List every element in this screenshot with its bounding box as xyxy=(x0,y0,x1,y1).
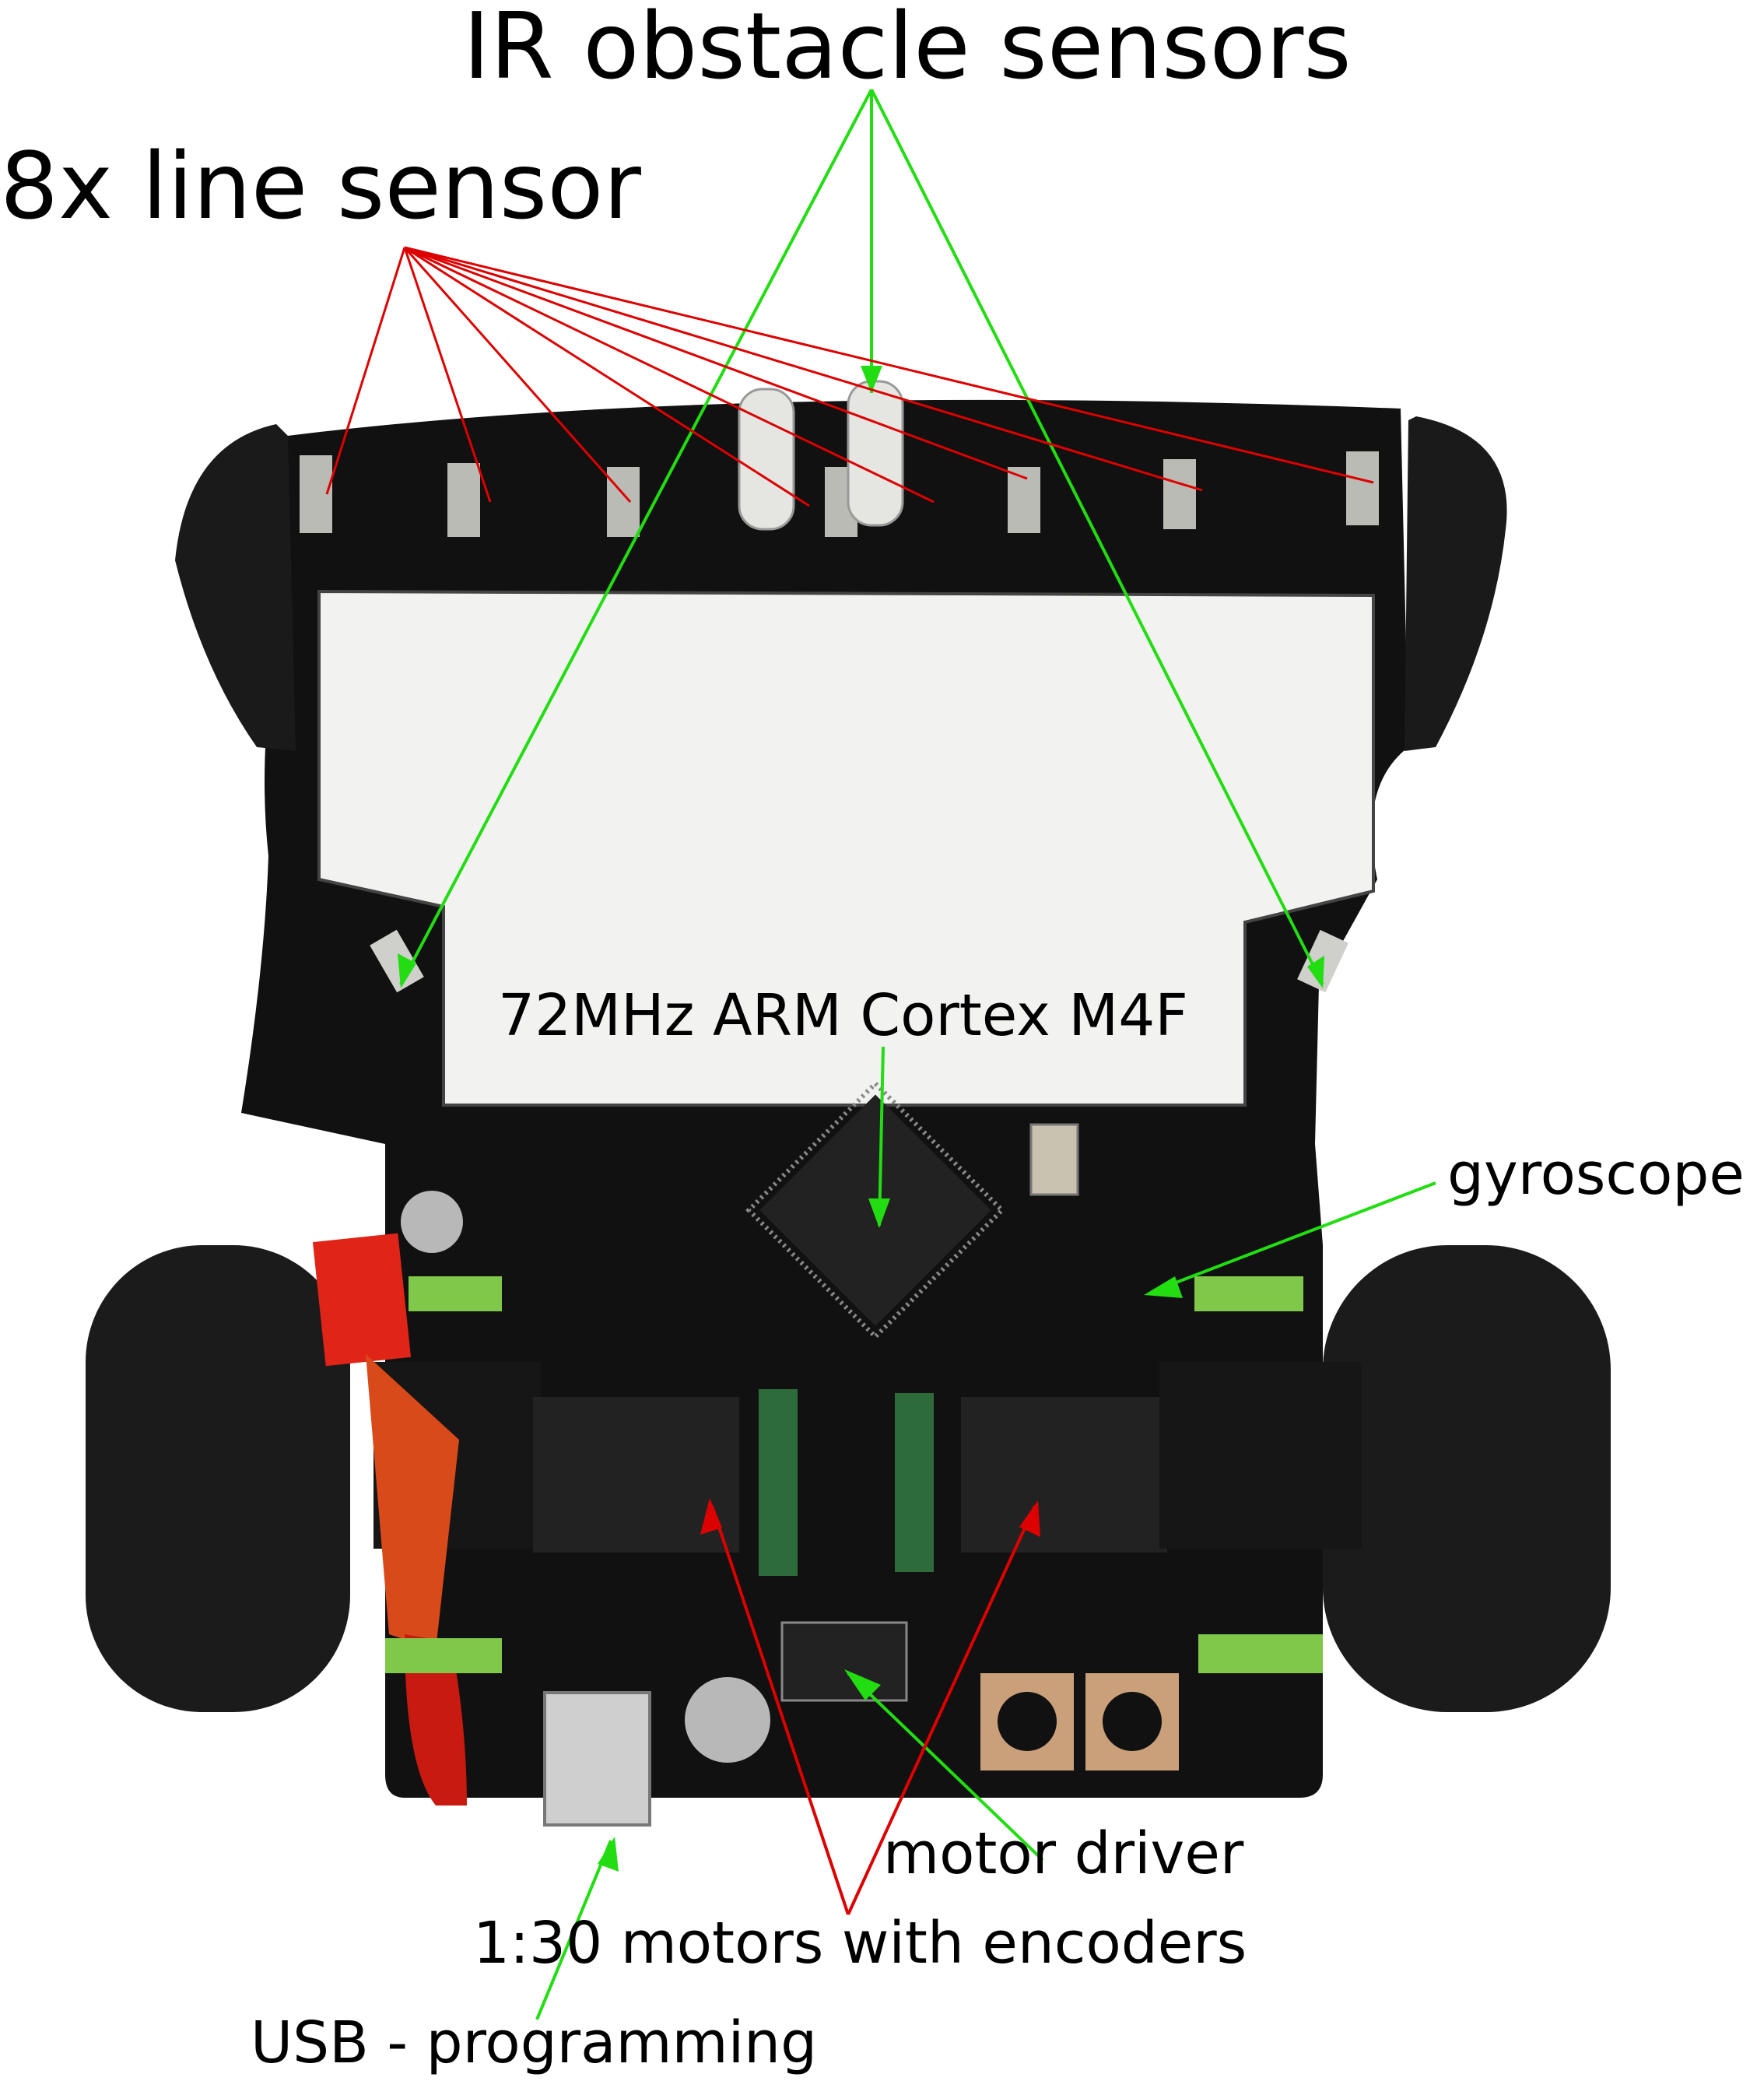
battery-connector xyxy=(312,1233,467,1806)
label-mcu: 72MHz ARM Cortex M4F xyxy=(498,982,1188,1049)
ir-sensor-arrowheads xyxy=(398,366,1324,988)
usb-callout xyxy=(535,1837,619,2020)
push-buttons xyxy=(980,1673,1179,1770)
gyroscope-callout xyxy=(1144,1181,1436,1298)
usb-connector xyxy=(543,1691,651,1827)
motor-right xyxy=(961,1397,1167,1553)
motor-mounts xyxy=(385,1276,1323,1673)
wheel-left xyxy=(86,1245,350,1712)
crystal xyxy=(1029,1123,1079,1196)
wheel-right xyxy=(1323,1245,1611,1712)
capacitor-small xyxy=(685,1677,770,1763)
encoder-boards xyxy=(759,1389,934,1576)
motor-callouts xyxy=(710,1505,1036,1915)
motor-driver-chip xyxy=(780,1621,908,1702)
bumper-left xyxy=(175,424,296,751)
label-usb-programming: USB - programming xyxy=(251,2009,818,2076)
pcb-window xyxy=(317,589,1375,1107)
capacitor-main xyxy=(401,1191,463,1253)
bumper-right xyxy=(1405,416,1507,751)
label-gyroscope: gyroscope xyxy=(1447,1141,1745,1208)
label-ir-obstacle-sensors: IR obstacle sensors xyxy=(463,0,1352,100)
label-motors: 1:30 motors with encoders xyxy=(473,1910,1247,1977)
ir-sensor-callouts xyxy=(399,89,1324,985)
motor-bracket-right xyxy=(1159,1362,1362,1549)
mcu-callout xyxy=(868,1046,890,1228)
motor-callout-arrowheads xyxy=(700,1498,1040,1537)
line-sensor-callouts xyxy=(325,246,1374,507)
motor-driver-callout xyxy=(844,1669,1044,1862)
label-line-sensor: 8x line sensor xyxy=(0,132,641,240)
label-motor-driver: motor driver xyxy=(883,1820,1244,1887)
